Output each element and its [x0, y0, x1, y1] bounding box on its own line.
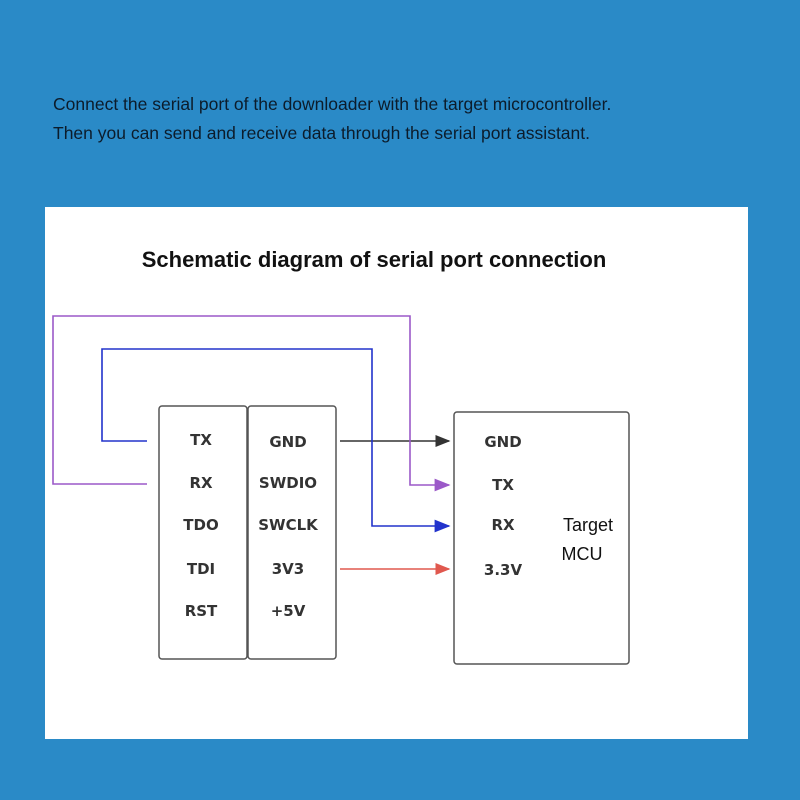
pin-rx: RX [189, 474, 213, 492]
target-pin-tx: TX [492, 476, 514, 494]
downloader-left-column [158, 405, 248, 660]
pin-gnd: GND [269, 433, 306, 451]
diagram-title: Schematic diagram of serial port connect… [141, 247, 607, 272]
pin-swclk: SWCLK [258, 516, 319, 534]
pin-rst: RST [185, 602, 218, 620]
downloader-right-column [247, 405, 337, 660]
intro-line-1: Connect the serial port of the downloade… [53, 94, 612, 114]
wire-rx-to-tx [52, 315, 451, 492]
target-pin-3v3: 3.3V [484, 561, 523, 579]
target-pin-gnd: GND [484, 433, 521, 451]
target-label-line-1: Target [563, 515, 613, 535]
schematic-diagram: TX RX TDO TDI RST GND SWDIO SWCLK 3V3 +5… [52, 315, 630, 665]
intro-text: Connect the serial port of the downloade… [53, 90, 773, 148]
pin-tdo: TDO [183, 516, 218, 534]
wire-tx-to-rx [101, 348, 451, 533]
pin-tx: TX [190, 431, 212, 449]
pin-tdi: TDI [187, 560, 215, 578]
pin-swdio: SWDIO [259, 474, 317, 492]
intro-line-2: Then you can send and receive data throu… [53, 123, 590, 143]
target-pin-rx: RX [491, 516, 515, 534]
target-mcu-box [453, 411, 630, 665]
pin-3v3: 3V3 [272, 560, 304, 578]
pin-5v: +5V [271, 602, 306, 620]
schematic-panel: Schematic diagram of serial port connect… [45, 207, 748, 739]
target-label-line-2: MCU [562, 544, 603, 564]
